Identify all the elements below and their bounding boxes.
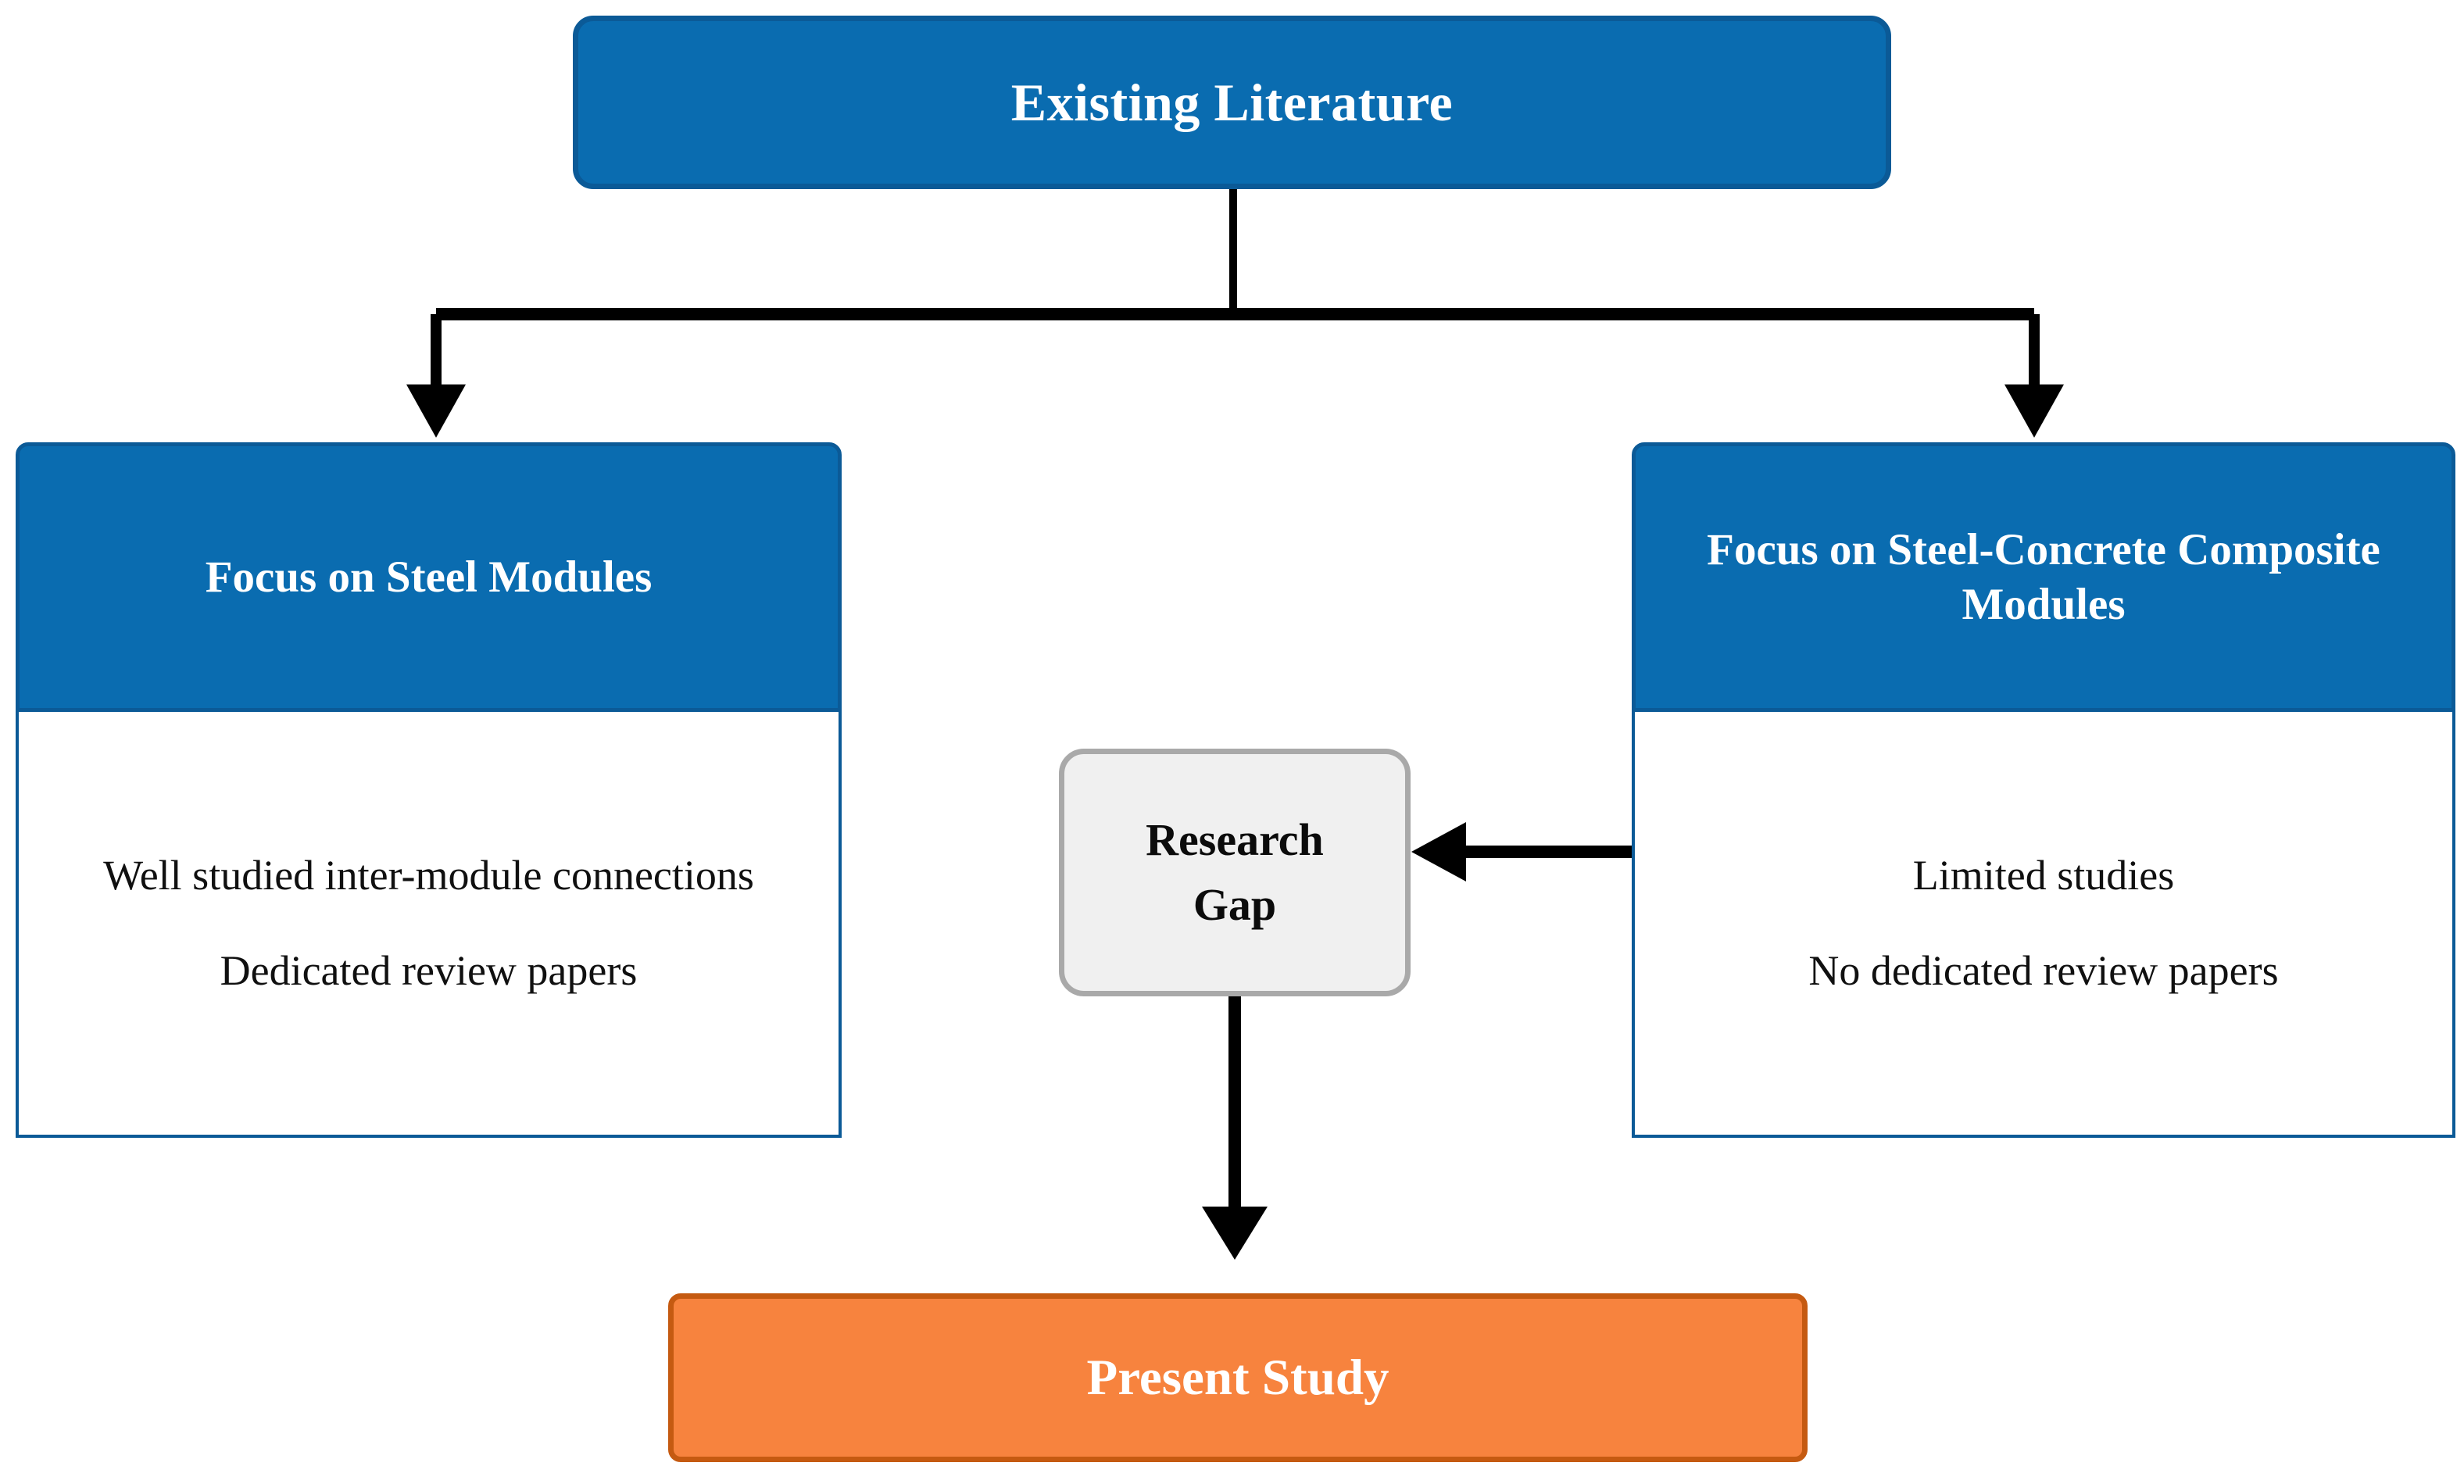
node-present-study-label: Present Study (1086, 1349, 1389, 1406)
node-research-gap-label-line1: Research (1146, 814, 1324, 866)
list-item: Limited studies (1912, 851, 2175, 899)
card-focus-on-steel-modules-body: Well studied inter-module connections De… (16, 712, 842, 1138)
card-focus-on-steel-modules[interactable]: Focus on Steel Modules Well studied inte… (16, 442, 842, 1138)
connector-right-to-gap (1411, 822, 1632, 881)
node-research-gap-label-line2: Gap (1193, 878, 1277, 930)
card-focus-on-steel-concrete-composite-modules-body: Limited studies No dedicated review pape… (1632, 712, 2455, 1138)
card-focus-on-steel-modules-header: Focus on Steel Modules (16, 442, 842, 712)
list-item: Dedicated review papers (220, 946, 638, 994)
connector-root-split (406, 189, 2064, 438)
card-focus-on-steel-concrete-composite-modules-header: Focus on Steel-Concrete Composite Module… (1632, 442, 2455, 712)
node-research-gap[interactable]: Research Gap (1059, 749, 1411, 996)
list-item: No dedicated review papers (1808, 946, 2279, 994)
node-present-study[interactable]: Present Study (668, 1293, 1808, 1462)
node-existing-literature-label: Existing Literature (1010, 72, 1454, 132)
connector-gap-to-result (1202, 996, 1268, 1260)
node-existing-literature[interactable]: Existing Literature (573, 16, 1891, 189)
card-focus-on-steel-concrete-composite-modules[interactable]: Focus on Steel-Concrete Composite Module… (1632, 442, 2455, 1138)
list-item: Well studied inter-module connections (103, 851, 754, 899)
